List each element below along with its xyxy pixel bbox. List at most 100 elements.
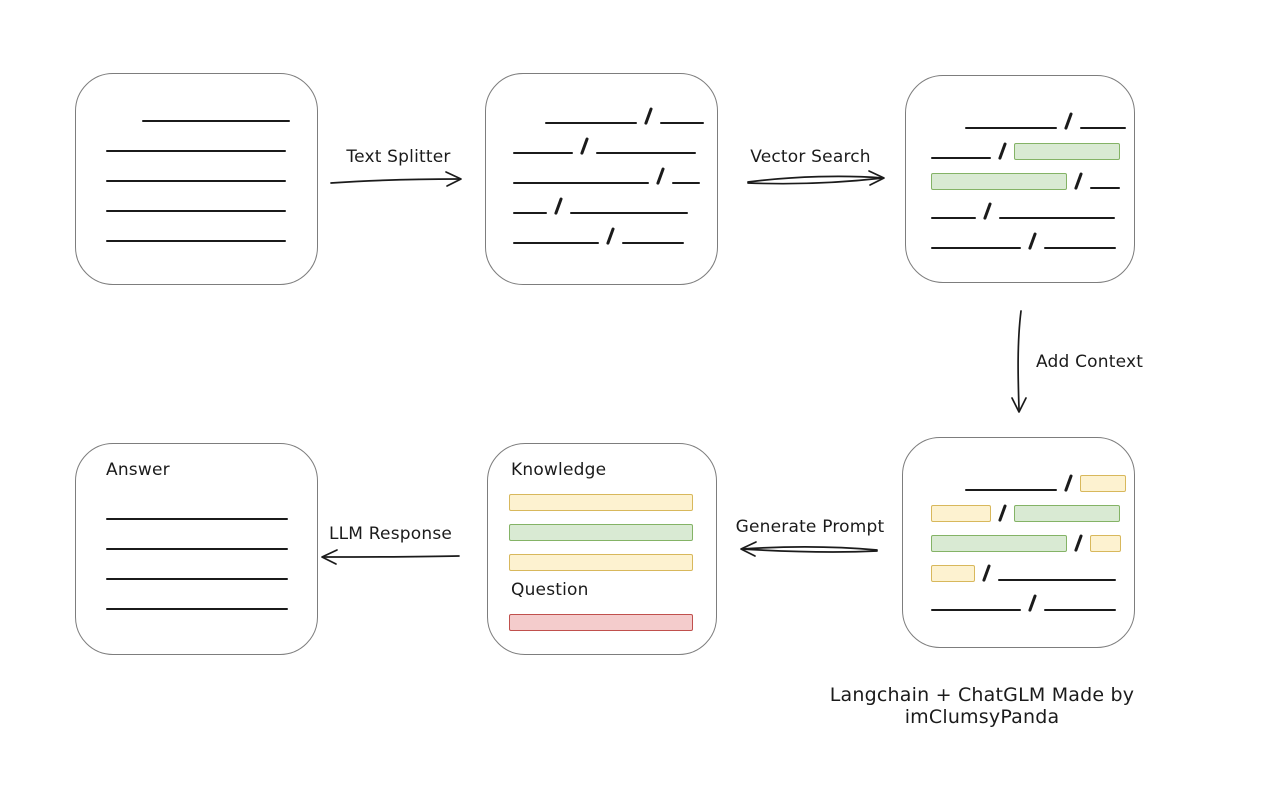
chunk-row [931,462,1134,492]
indent-space [931,128,959,130]
chunk-row [106,183,317,213]
search-results-box [905,75,1135,283]
answer-label: Answer [106,460,170,480]
chunk-row [513,185,717,215]
prompt-box: Knowledge Question [487,443,717,655]
knowledge-label: Knowledge [511,460,607,480]
green-chunk-bar [1013,143,1120,160]
text-line [106,210,286,212]
slash-mark [998,142,1007,160]
slash-mark [982,564,991,582]
chunk-row [931,522,1134,552]
add-context-arrow [1011,310,1027,413]
green-chunk-bar [931,173,1067,190]
yellow-chunk-bar [1079,475,1126,492]
red-prompt-bar [509,614,693,631]
generate-prompt-label: Generate Prompt [735,517,885,537]
slash-mark [554,197,563,215]
text-line [513,242,599,244]
slash-mark [1064,474,1073,492]
text-line [106,518,288,520]
context-chunks-box [902,437,1135,648]
chunk-row [513,215,717,245]
slash-mark [644,107,653,125]
text-line [659,122,704,124]
document-box [75,73,318,285]
search-results-lines [906,76,1134,250]
slash-mark [656,167,665,185]
yellow-chunk-bar [1089,535,1121,552]
slash-mark [1074,172,1083,190]
text-line [106,548,288,550]
chunk-row [106,213,317,243]
document-lines [76,74,317,243]
text-line [931,217,976,219]
vector-search-arrow [747,170,885,186]
text-line [965,127,1057,129]
text-splitter-arrow [330,171,462,187]
chunk-row [513,95,717,125]
slash-mark [998,504,1007,522]
add-context-label: Add Context [1036,352,1144,372]
text-line [931,157,991,159]
generate-prompt-arrow [740,541,878,557]
text-line [513,212,547,214]
chunk-row [106,123,317,153]
chunk-row [106,581,317,611]
answer-box: Answer [75,443,318,655]
chunk-row [106,521,317,551]
slash-mark [1028,594,1037,612]
indent-space [931,490,959,492]
yellow-prompt-bar [509,494,693,511]
split-chunks-lines [486,74,717,245]
text-line [1043,609,1116,611]
text-line [569,212,688,214]
chunk-row [931,190,1134,220]
text-splitter-label: Text Splitter [346,147,451,167]
llm-response-arrow [321,549,460,565]
chunk-row [931,552,1134,582]
chunk-row [106,93,317,123]
chunk-row [931,130,1134,160]
vector-search-label: Vector Search [750,147,871,167]
chunk-row [931,100,1134,130]
text-line [1043,247,1116,249]
chunk-row [931,492,1134,522]
question-bars [509,614,693,631]
text-line [106,240,286,242]
text-line [998,217,1115,219]
text-line [106,180,286,182]
knowledge-bars [509,494,693,571]
text-line [931,247,1021,249]
text-line [1079,127,1126,129]
context-chunks-lines [903,438,1134,612]
yellow-prompt-bar [509,554,693,571]
split-chunks-box [485,73,718,285]
text-line [595,152,696,154]
text-line [1089,187,1120,189]
diagram-caption: Langchain + ChatGLM Made by imClumsyPand… [829,684,1135,728]
text-line [997,579,1116,581]
chunk-row [106,491,317,521]
chunk-row [106,551,317,581]
text-line [142,120,290,122]
llm-response-label: LLM Response [328,524,453,544]
text-line [965,489,1057,491]
slash-mark [1064,112,1073,130]
slash-mark [606,227,615,245]
chunk-row [931,582,1134,612]
indent-space [513,123,539,125]
chunk-row [513,125,717,155]
green-chunk-bar [1013,505,1120,522]
chunk-row [106,153,317,183]
indent-space [106,121,136,123]
text-line [931,609,1021,611]
chunk-row [513,155,717,185]
slash-mark [1028,232,1037,250]
answer-lines [76,444,317,611]
text-line [621,242,684,244]
text-line [513,182,649,184]
text-line [106,608,288,610]
text-line [106,578,288,580]
